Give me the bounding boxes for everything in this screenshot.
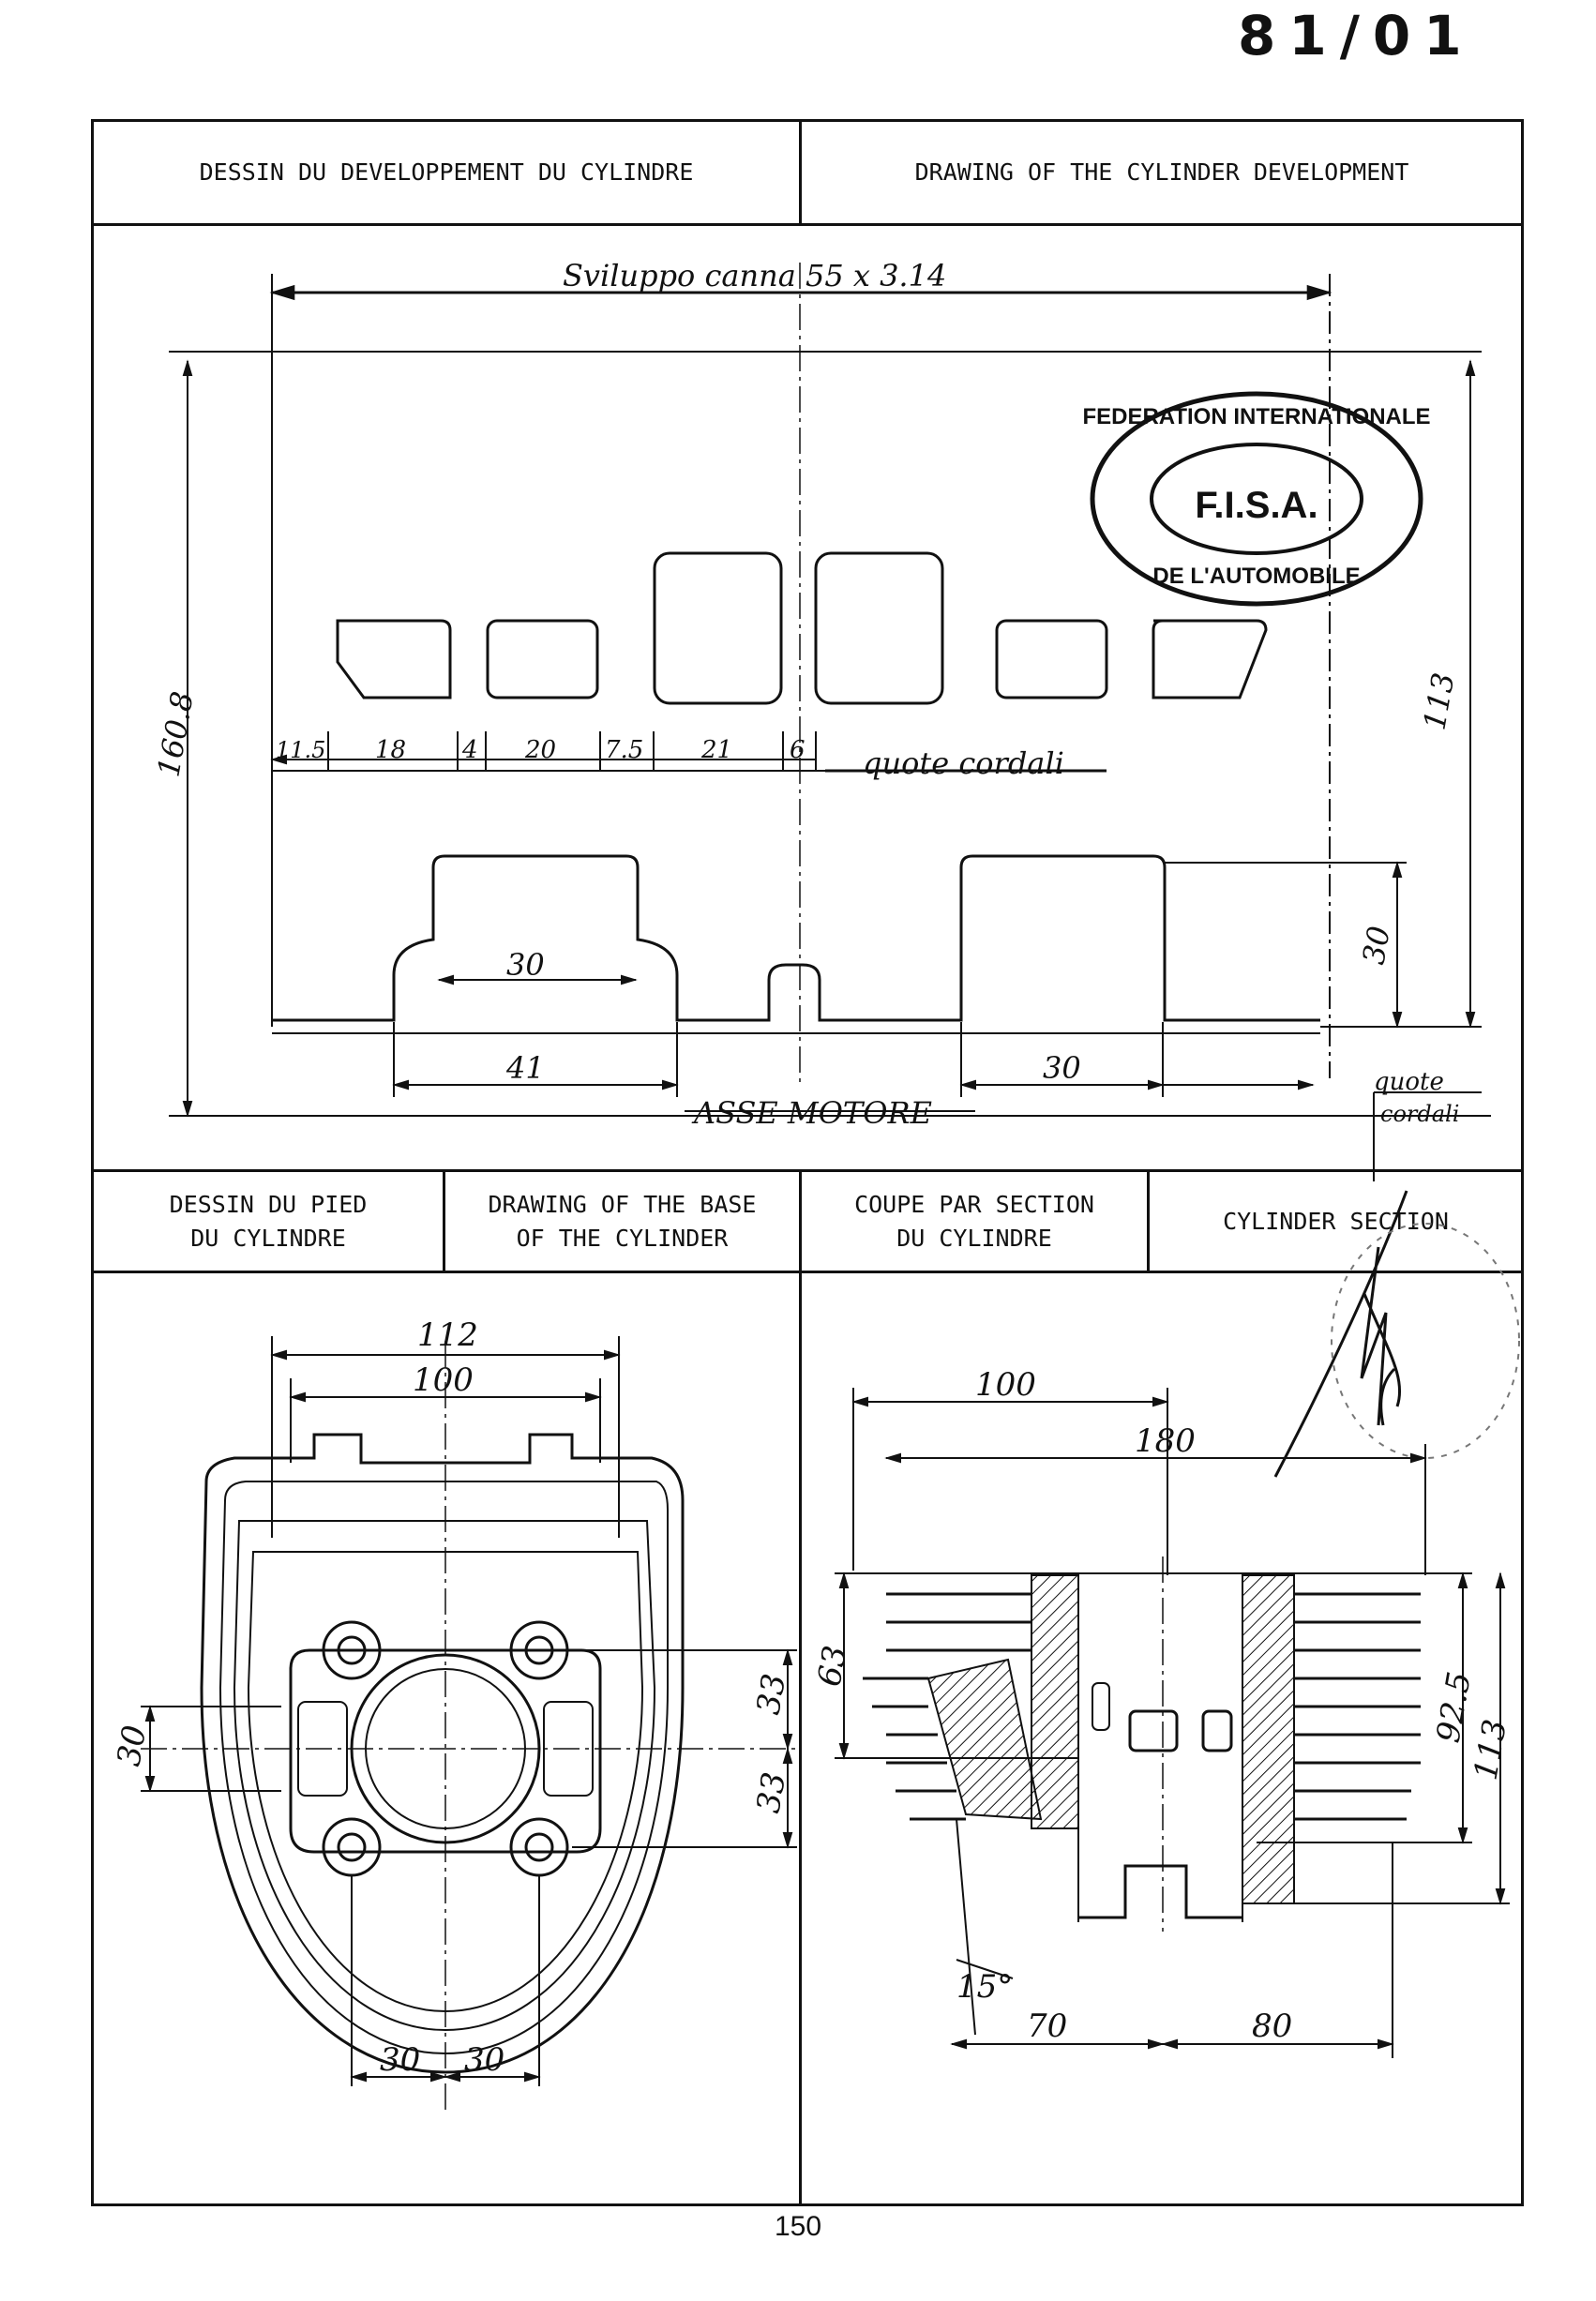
header-development-fr: DESSIN DU DEVELOPPEMENT DU CYLINDRE — [199, 158, 694, 186]
document-number: 81/01 — [1238, 4, 1475, 68]
dim-height-right: 113 — [1416, 670, 1461, 733]
chord-dim-3: 4 — [461, 736, 478, 764]
axis-label: ASSE MOTORE — [691, 1095, 932, 1131]
dim-section-180: 180 — [1135, 1422, 1196, 1460]
signature — [1273, 1190, 1408, 1478]
chord-dim-7: 6 — [790, 736, 806, 764]
faded-stamp — [1331, 1223, 1520, 1459]
port-5 — [995, 619, 1108, 699]
dim-base-33-upper: 33 — [749, 1671, 793, 1718]
port-2 — [486, 619, 599, 699]
header-section-fr: COUPE PAR SECTION DU CYLINDRE — [854, 1190, 1094, 1252]
dim-height-port: 30 — [1355, 924, 1396, 968]
mid-divider-v2 — [799, 1169, 802, 2206]
dim-base-30-left: 30 — [110, 1722, 154, 1769]
mid-divider-v1 — [443, 1169, 445, 1271]
header-development-en: DRAWING OF THE CYLINDER DEVELOPMENT — [914, 158, 1409, 186]
fisa-stamp: F.I.S.A. FEDERATION INTERNATIONALE DE L'… — [1082, 391, 1431, 607]
base-view — [141, 1336, 797, 2110]
dim-height-total: 160.8 — [150, 689, 200, 780]
dim-section-63: 63 — [810, 1643, 854, 1690]
base-labels: 112 100 30 33 33 30 30 — [110, 1316, 793, 2079]
dim-base-100: 100 — [413, 1361, 474, 1399]
development-view — [169, 263, 1491, 1181]
header-divider-vertical-top — [799, 119, 802, 223]
header-base-en: DRAWING OF THE BASE OF THE CYLINDER — [488, 1190, 757, 1252]
chord-dim-1: 11.5 — [276, 737, 325, 763]
exhaust-transfer-outline — [272, 854, 1320, 1022]
development-labels: Sviluppo canna 55 x 3.14 quote cordali A… — [150, 258, 1461, 1131]
dim-transfer-width: 30 — [1043, 1050, 1081, 1086]
drawing-frame — [91, 119, 1524, 2206]
port-3 — [653, 551, 783, 705]
development-title: Sviluppo canna 55 x 3.14 — [563, 258, 946, 293]
header-base-fr: DESSIN DU PIED DU CYLINDRE — [169, 1190, 368, 1252]
chord-dim-6: 21 — [700, 736, 732, 764]
mid-divider-v3 — [1147, 1169, 1150, 1271]
dim-exhaust-outer: 41 — [505, 1050, 545, 1086]
port-1 — [336, 619, 452, 699]
stamp-bottom-text: DE L'AUTOMOBILE — [1152, 564, 1360, 589]
dim-section-113: 113 — [1467, 1717, 1514, 1783]
port-6 — [1152, 619, 1268, 699]
dim-exhaust-inner: 30 — [506, 947, 545, 983]
note-cordali: cordali — [1380, 1101, 1459, 1127]
chord-dim-4: 20 — [524, 736, 556, 764]
note-quote: quote — [1374, 1068, 1444, 1096]
dim-section-70: 70 — [1027, 2008, 1067, 2045]
mid-divider-top — [91, 1169, 1524, 1172]
section-view — [835, 1388, 1510, 2058]
dim-base-30-bottom-right: 30 — [464, 2041, 504, 2079]
base-outer-outline — [200, 1433, 685, 2074]
chord-note: quote cordali — [863, 745, 1064, 781]
mid-divider-bottom — [91, 1271, 1524, 1273]
stamp-center-text: F.I.S.A. — [1195, 485, 1317, 526]
dim-section-angle: 15° — [956, 1968, 1013, 2006]
dim-base-112: 112 — [417, 1316, 478, 1354]
stamp-top-text: FEDERATION INTERNATIONALE — [1082, 404, 1430, 429]
page-number: 150 — [774, 2211, 822, 2242]
chord-dim-2: 18 — [375, 736, 406, 764]
header-divider-top — [91, 223, 1524, 226]
chord-dim-5: 7.5 — [605, 736, 643, 764]
port-4 — [814, 551, 944, 705]
dim-section-100: 100 — [975, 1366, 1036, 1404]
dim-base-33-lower: 33 — [749, 1769, 793, 1816]
dim-section-80: 80 — [1252, 2008, 1292, 2045]
dim-base-30-bottom-left: 30 — [380, 2041, 420, 2079]
dim-section-92-5: 92.5 — [1429, 1669, 1479, 1745]
